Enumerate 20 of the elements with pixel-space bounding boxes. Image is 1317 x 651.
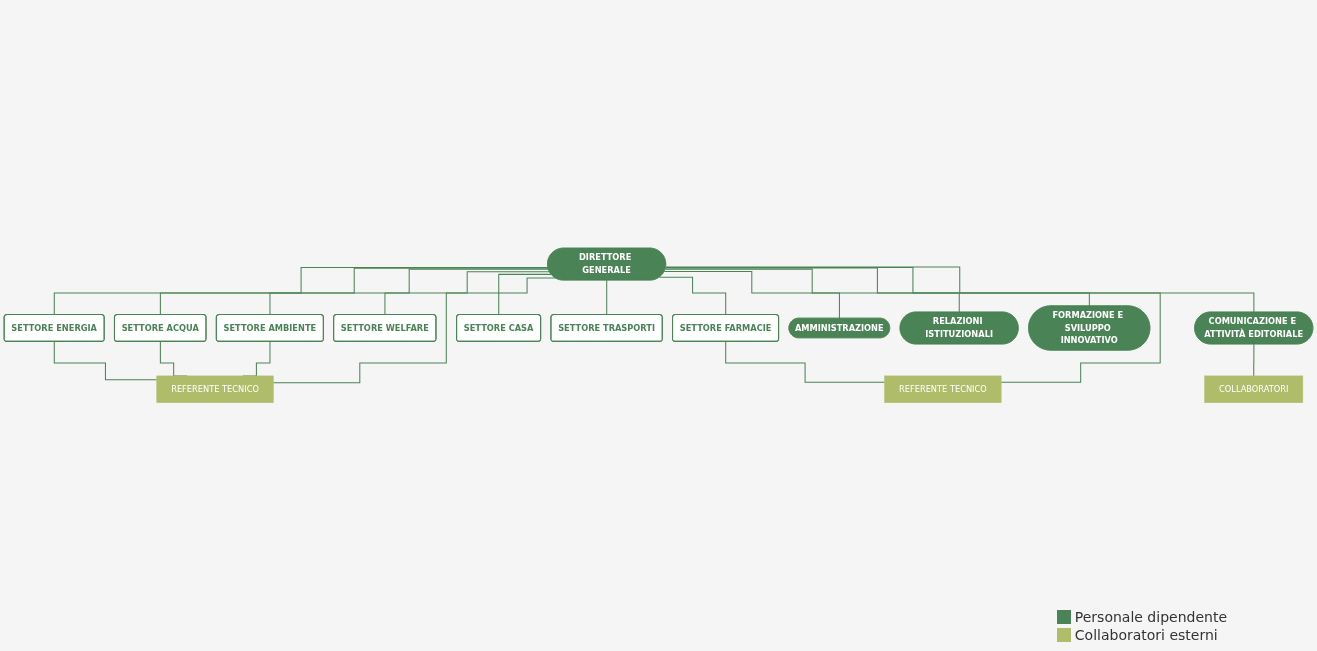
connector [53, 341, 158, 381]
connector [664, 268, 960, 313]
connector [1253, 343, 1255, 377]
node-box: COLLABORATORI [1204, 375, 1304, 404]
connector [659, 276, 727, 316]
connector [606, 279, 608, 316]
connector [269, 268, 550, 316]
connector [272, 273, 552, 384]
node-box: REFERENTE TECNICO [156, 375, 274, 404]
connector [159, 267, 549, 316]
connector [663, 271, 841, 320]
connector [384, 271, 551, 316]
connector [665, 267, 1090, 307]
node-box: REFERENTE TECNICO [884, 375, 1002, 404]
connector [665, 267, 1161, 383]
connector [53, 267, 549, 316]
connector [725, 341, 886, 383]
connector [665, 266, 1255, 313]
legend-label: Personale dipendente [1074, 609, 1227, 625]
legend-label: Collaboratori esterni [1074, 627, 1218, 643]
